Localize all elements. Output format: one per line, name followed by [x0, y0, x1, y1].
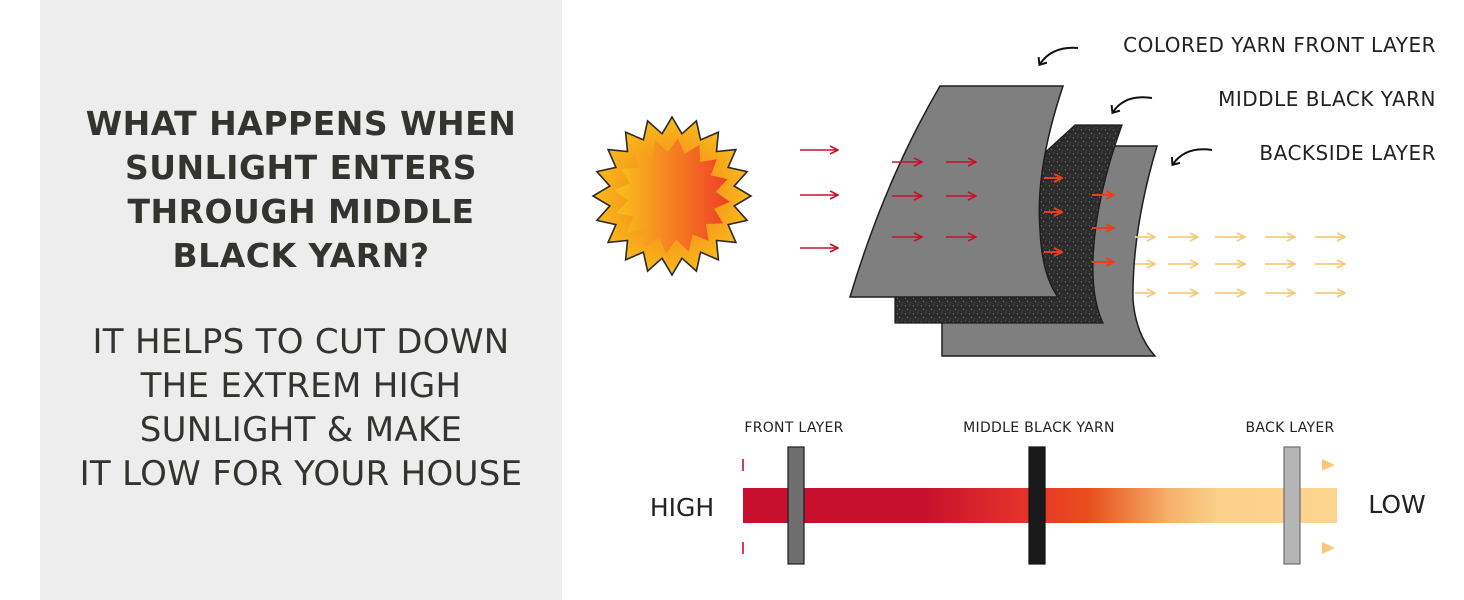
bar-label-front-layer: FRONT LAYER	[744, 420, 843, 436]
heading-line: THROUGH MIDDLE	[127, 192, 475, 231]
front-layer-arrows	[892, 162, 976, 237]
middle-layer-arrows	[1044, 178, 1114, 262]
answer-text: IT HELPS TO CUT DOWN THE EXTREM HIGH SUN…	[40, 320, 562, 496]
answer-line: SUNLIGHT & MAKE	[139, 410, 463, 450]
bar-label-middle-black-yarn: MIDDLE BLACK YARN	[963, 420, 1115, 436]
sun-icon	[591, 115, 753, 277]
question-heading: WHAT HAPPENS WHEN SUNLIGHT ENTERS THROUG…	[40, 102, 562, 278]
back-layer-marker	[1283, 446, 1301, 565]
bar-label-back-layer: BACK LAYER	[1245, 420, 1334, 436]
colored-yarn-front-layer	[848, 85, 1065, 298]
low-label: LOW	[1368, 490, 1425, 519]
label-middle-black-yarn: MIDDLE BLACK YARN	[1218, 87, 1436, 111]
answer-line: IT LOW FOR YOUR HOUSE	[79, 454, 523, 494]
heading-line: BLACK YARN?	[172, 236, 430, 275]
middle-black-yarn-marker	[1028, 446, 1046, 565]
front-layer-marker	[787, 446, 805, 565]
answer-line: IT HELPS TO CUT DOWN	[92, 322, 510, 362]
answer-line: THE EXTREM HIGH	[140, 366, 462, 406]
heading-line: WHAT HAPPENS WHEN	[85, 104, 517, 143]
pointer-arrows	[1037, 46, 1213, 167]
heading-line: SUNLIGHT ENTERS	[124, 148, 478, 187]
high-label: HIGH	[650, 493, 714, 522]
intensity-gradient-bar	[742, 446, 1337, 565]
label-backside-layer: BACKSIDE LAYER	[1259, 141, 1436, 165]
label-colored-yarn-front-layer: COLORED YARN FRONT LAYER	[1123, 33, 1436, 57]
outgoing-light-arrows	[1135, 237, 1345, 293]
incoming-light-arrows	[800, 150, 838, 248]
info-panel: WHAT HAPPENS WHEN SUNLIGHT ENTERS THROUG…	[40, 0, 562, 600]
